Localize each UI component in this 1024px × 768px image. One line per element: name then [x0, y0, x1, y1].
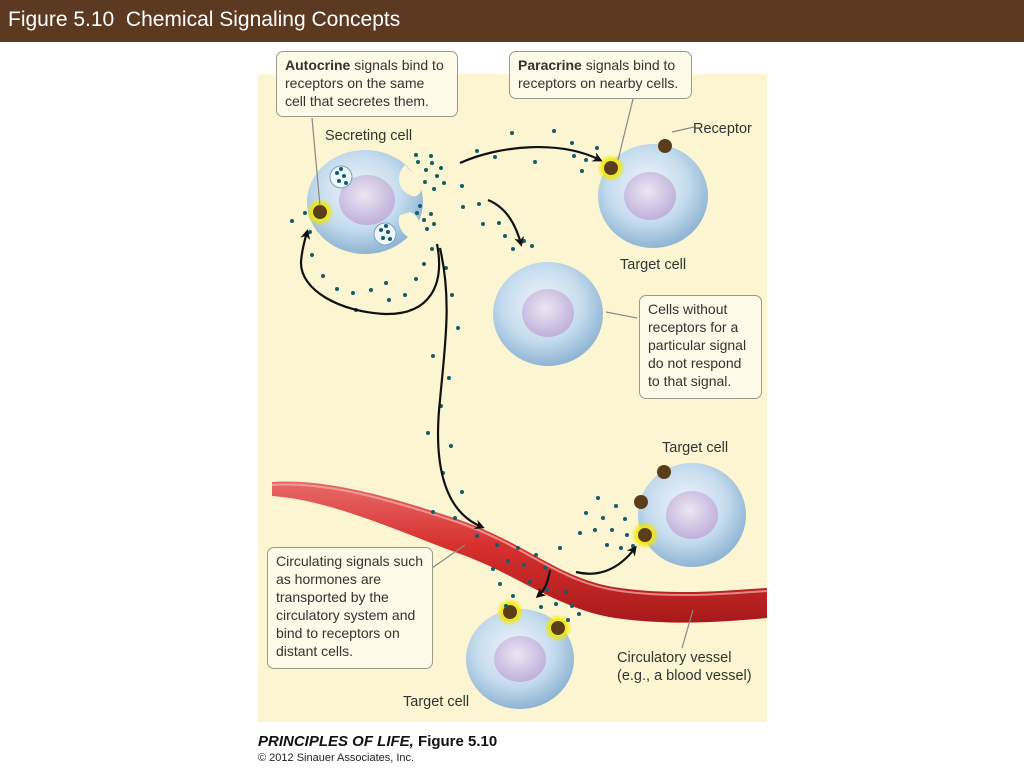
paracrine-term: Paracrine: [518, 57, 582, 73]
receptor-icon: [657, 465, 671, 479]
title-bar: Figure 5.10 Chemical Signaling Concepts: [0, 0, 1024, 42]
target-cell-label-bottom: Target cell: [403, 694, 470, 710]
receptor-icon: [551, 621, 565, 635]
exit-arrow-right: [575, 545, 637, 575]
receptor-icon: [313, 205, 327, 219]
autocrine-arrow: [299, 229, 441, 316]
book-credit: PRINCIPLES OF LIFE, Figure 5.10: [258, 733, 497, 750]
autocrine-callout: Autocrine signals bind to receptors on t…: [276, 51, 458, 117]
receptor-icon: [604, 161, 618, 175]
receptor-icon: [503, 605, 517, 619]
signal-arrows: [299, 146, 637, 598]
book-title: PRINCIPLES OF LIFE,: [258, 733, 414, 750]
figure-number: Figure 5.10: [413, 733, 498, 750]
paracrine-arrow: [459, 146, 603, 165]
no-receptor-callout: Cells without receptors for a particular…: [639, 295, 762, 399]
page-title: Figure 5.10 Chemical Signaling Concepts: [8, 8, 401, 31]
vessel-label-line2: (e.g., a blood vessel): [617, 668, 752, 684]
receptor-icon: [658, 139, 672, 153]
copyright: © 2012 Sinauer Associates, Inc.: [258, 752, 415, 764]
receptor-icon: [634, 495, 648, 509]
nearby-cell-arrow: [487, 198, 524, 247]
signal-molecules: [290, 129, 635, 622]
paracrine-description: signals bind to receptors on nearby cell…: [518, 57, 679, 91]
target-cell-label-paracrine: Target cell: [620, 257, 687, 273]
exit-arrow-bottom: [535, 569, 552, 598]
receptor-icon: [638, 528, 652, 542]
secreting-cell: [307, 150, 423, 254]
blood-vessel: [271, 481, 768, 623]
circulating-text: Circulating signals such as hormones are…: [276, 553, 424, 659]
callout-pointers: [311, 98, 695, 649]
receptors: [306, 139, 672, 642]
paracrine-callout: Paracrine signals bind to receptors on n…: [509, 51, 692, 99]
receptor-label: Receptor: [693, 121, 752, 137]
paracrine-target-cell: [598, 144, 708, 248]
autocrine-description: signals bind to receptors on the same ce…: [285, 57, 444, 109]
target-cell-label-right: Target cell: [662, 440, 729, 456]
circulating-callout: Circulating signals such as hormones are…: [267, 547, 433, 669]
circulating-arrow: [436, 247, 485, 529]
no-receptor-text: Cells without receptors for a particular…: [648, 301, 747, 389]
distant-target-cell-right: [638, 463, 746, 567]
vessel-label-line1: Circulatory vessel: [617, 650, 732, 666]
non-responding-cell: [493, 262, 603, 366]
secreting-cell-label: Secreting cell: [325, 128, 413, 144]
autocrine-term: Autocrine: [285, 57, 351, 73]
